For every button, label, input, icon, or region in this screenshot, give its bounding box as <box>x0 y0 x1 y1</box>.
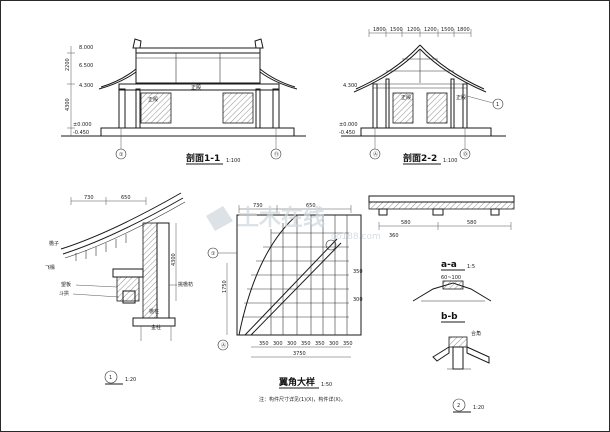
room-label: 正殿 <box>148 97 158 103</box>
eave-label: 金柱 <box>151 324 161 331</box>
section-a-a: a-a 1:5 60~100 <box>412 260 492 302</box>
callout-number: 2 <box>457 403 460 409</box>
section-b-b: b-b 合角 <box>432 312 490 370</box>
level-mark: ±0.000 <box>73 122 92 128</box>
dim-label: 3750 <box>293 351 306 357</box>
section-2-2: 1800 1500 1200 1200 1500 1800 正殿 正殿 4.30… <box>339 27 506 165</box>
section-1-scale: 1:100 <box>226 158 240 164</box>
dim-label: 300 <box>353 297 363 303</box>
axis-label: Ⓓ <box>463 151 468 158</box>
corner-detail-scale: 1:50 <box>321 382 332 388</box>
corner-detail-title: 翼角大样 <box>278 376 315 388</box>
top-dim: 1500 <box>441 27 454 33</box>
dim-label: 4300 <box>171 253 177 266</box>
dim-label: 580 <box>467 220 477 226</box>
axis-label: Ⓐ <box>221 342 226 349</box>
level-mark: 4.300 <box>343 83 357 89</box>
callout-number: 1 <box>109 375 112 381</box>
section-2-scale: 1:100 <box>443 158 457 164</box>
dim-label: 350 <box>315 341 325 347</box>
eave-label: 挑檐枋 <box>178 281 193 288</box>
eave-detail: 730 650 4300 檐子 飞椽 望板 斗拱 <box>45 192 193 385</box>
dim-label: 730 <box>253 203 263 209</box>
section-1-1: 2200 4300 8.000 6.500 4.300 ±0.000 -0.45… <box>61 38 306 165</box>
section-2-title: 剖面2-2 <box>403 152 437 164</box>
top-dim: 1500 <box>390 27 403 33</box>
small-detail-scale: 1:20 <box>473 405 484 411</box>
dim-label: 360 <box>389 233 399 239</box>
axis-label: ⑪ <box>274 151 279 158</box>
watermark-sub: co188.com <box>331 232 381 242</box>
dim-label: 300 <box>329 341 339 347</box>
dim-label: 350 <box>259 341 269 347</box>
top-dim: 1800 <box>457 27 470 33</box>
eave-label: 飞椽 <box>45 264 55 271</box>
dim-label: 60~100 <box>441 275 461 281</box>
level-mark: -0.450 <box>73 130 89 136</box>
top-dim: 1200 <box>407 27 420 33</box>
room-label: 正殿 <box>456 95 466 101</box>
room-label: 正殿 <box>401 95 411 101</box>
dim-label: 730 <box>84 195 94 201</box>
level-mark: 6.500 <box>79 63 93 69</box>
beam-detail: 580 580 360 <box>368 195 515 239</box>
watermark-text: 土木在线 <box>237 205 325 231</box>
section-a-title: a-a <box>441 260 457 270</box>
eave-label: 檐柱 <box>149 308 159 315</box>
top-dim: 1200 <box>424 27 437 33</box>
corner-detail-note: 注：构件尺寸详见(1)(X)，构件详(X)。 <box>259 396 346 403</box>
watermark: 土木在线 co188.com <box>206 205 381 242</box>
dim-label: 650 <box>306 203 316 209</box>
dim-label: 300 <box>287 341 297 347</box>
dim-v-1: 2200 <box>65 58 71 71</box>
section-1-title: 剖面1-1 <box>186 152 220 164</box>
axis-label: Ⓐ <box>373 151 378 158</box>
eave-label: 望板 <box>61 281 71 288</box>
level-mark: ±0.000 <box>339 122 358 128</box>
section-b-label: 合角 <box>471 330 481 337</box>
section-a-scale: 1:5 <box>467 264 475 270</box>
room-label: 正殿 <box>191 85 201 91</box>
dim-label: 580 <box>401 220 411 226</box>
callout-number: 1 <box>496 102 499 108</box>
dim-label: 650 <box>121 195 131 201</box>
dim-label: 350 <box>353 269 363 275</box>
level-mark: 8.000 <box>79 45 93 51</box>
axis-label: ① <box>119 152 124 158</box>
eave-label: 斗拱 <box>59 290 69 297</box>
corner-detail: 730 650 ① <box>207 203 363 403</box>
dim-label: 350 <box>343 341 353 347</box>
top-dim: 1800 <box>373 27 386 33</box>
axis-label: ① <box>211 251 216 257</box>
dim-label: 350 <box>301 341 311 347</box>
dim-label: 1750 <box>222 280 228 293</box>
level-mark: -0.450 <box>339 130 355 136</box>
section-b-title: b-b <box>441 312 458 322</box>
small-detail: 2 1:20 <box>452 398 484 413</box>
dim-v-2: 4300 <box>65 98 71 111</box>
eave-label: 檐子 <box>49 240 59 247</box>
eave-scale: 1:20 <box>125 377 136 383</box>
level-mark: 4.300 <box>79 83 93 89</box>
dim-label: 300 <box>273 341 283 347</box>
